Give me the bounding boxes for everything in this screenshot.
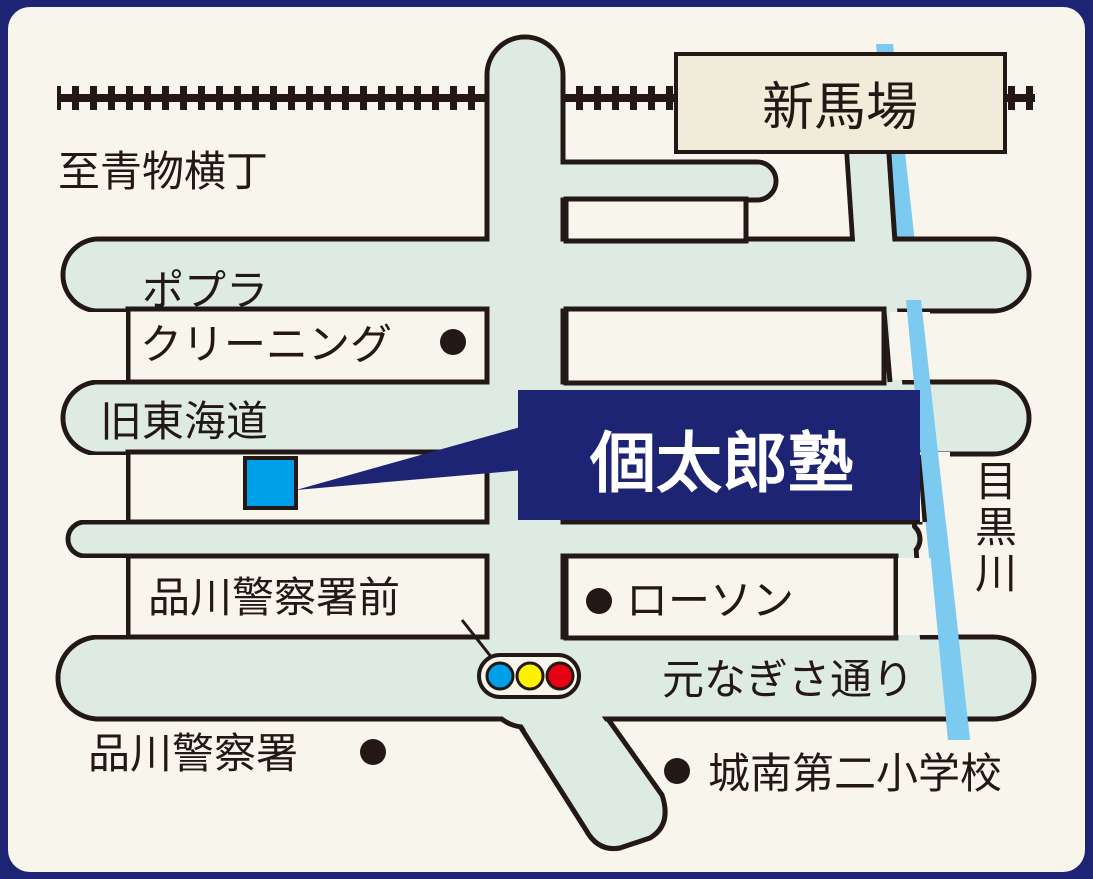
intersection-label: 品川警察署前: [148, 573, 400, 622]
river-label: 目黒川: [975, 457, 1017, 598]
signal-red: [545, 661, 575, 691]
school-callout: [518, 390, 920, 520]
cleaning-dot: [440, 329, 466, 355]
river-name-char: 川: [975, 549, 1017, 598]
lawson-label: ローソン: [626, 576, 794, 625]
river-name-char: 目: [975, 457, 1017, 506]
direction-label: 至青物横丁: [58, 147, 268, 196]
river-name-char: 黒: [975, 503, 1017, 552]
moto-nagisa-label: 元なぎさ通り: [662, 655, 914, 704]
meguro-river-overlay: [906, 300, 970, 740]
elementary-school-dot: [664, 758, 690, 784]
intersection-leader-line: [460, 619, 494, 659]
signal-yellow: [515, 661, 545, 691]
cleaning-label-line1: ポプラ: [142, 266, 268, 315]
school-name: 個太郎塾: [589, 425, 854, 502]
river-name: 目黒川: [975, 457, 1017, 598]
lawson-dot: [586, 588, 612, 614]
signal-blue: [485, 661, 515, 691]
school-location-marker: [243, 456, 298, 510]
traffic-signal: [477, 653, 581, 699]
police-station-label: 品川警察署: [88, 729, 298, 778]
old-tokaido-label: 旧東海道: [100, 397, 268, 446]
callout-pointer: [296, 426, 524, 490]
police-station-dot: [360, 739, 386, 765]
cleaning-label-line2: クリーニング: [140, 320, 392, 369]
station-name: 新馬場: [762, 78, 918, 138]
elementary-school-label: 城南第二小学校: [708, 749, 1002, 798]
station-marker: 新馬場: [674, 52, 1007, 154]
